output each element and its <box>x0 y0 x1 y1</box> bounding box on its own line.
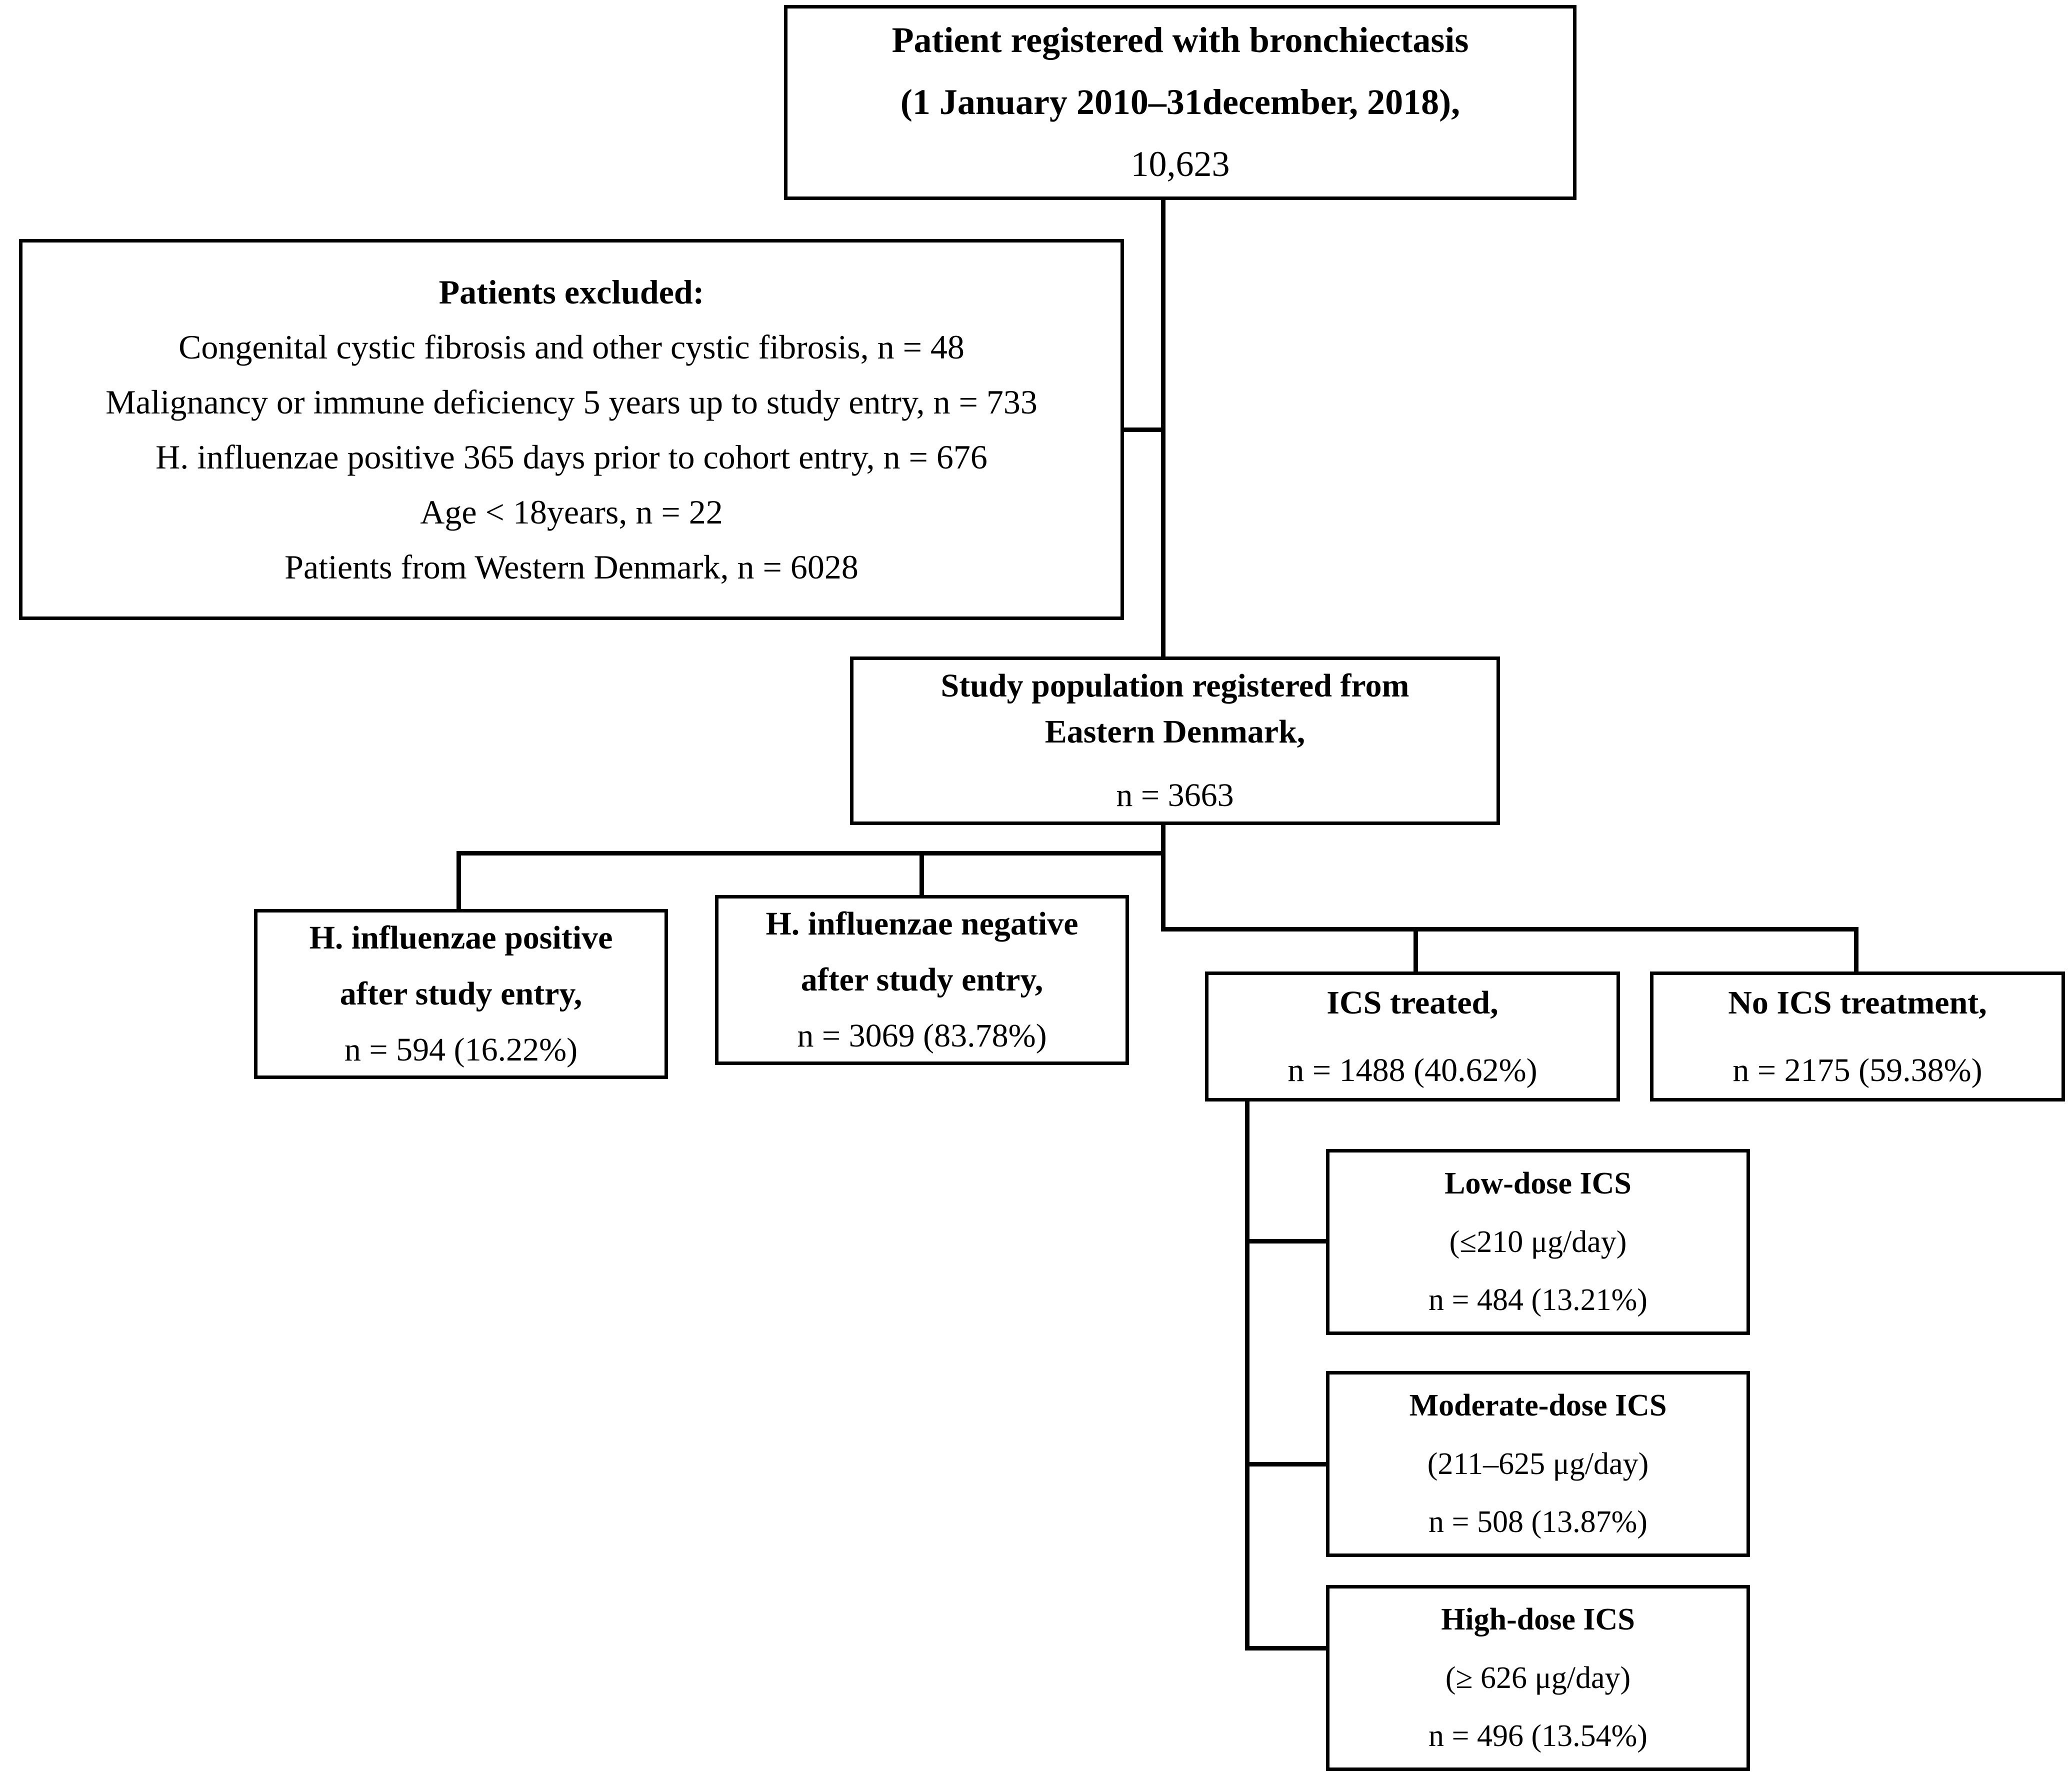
node-source-cohort: Patient registered with bronchiectasis (… <box>784 5 1576 200</box>
moderate-dose-range: (211–625 μg/day) <box>1427 1446 1649 1481</box>
hi-negative-line2: after study entry, <box>800 961 1044 998</box>
exclusion-item-western-denmark: Patients from Western Denmark, n = 6028 <box>284 548 858 586</box>
exclusion-item-age: Age < 18years, n = 22 <box>420 493 723 532</box>
connector-ics-split-bar <box>1161 927 1858 932</box>
exclusion-item-h-influenzae-prior: H. influenzae positive 365 days prior to… <box>156 438 988 476</box>
low-dose-count: n = 484 (13.21%) <box>1428 1283 1648 1318</box>
connector-to-moderate-dose <box>1245 1462 1329 1466</box>
hi-negative-line1: H. influenzae negative <box>766 905 1078 942</box>
node-hi-positive: H. influenzae positive after study entry… <box>254 909 668 1079</box>
ics-treated-count: n = 1488 (40.62%) <box>1288 1052 1538 1088</box>
high-dose-label: High-dose ICS <box>1441 1602 1635 1637</box>
connector-split-bar <box>456 851 1166 856</box>
study-population-line1: Study population registered from <box>940 667 1410 704</box>
node-low-dose: Low-dose ICS (≤210 μg/day) n = 484 (13.2… <box>1326 1149 1750 1335</box>
source-cohort-line1: Patient registered with bronchiectasis <box>892 20 1469 60</box>
node-moderate-dose: Moderate-dose ICS (211–625 μg/day) n = 5… <box>1326 1371 1750 1557</box>
hi-positive-line1: H. influenzae positive <box>309 919 613 956</box>
exclusions-heading: Patients excluded: <box>438 272 704 311</box>
node-no-ics: No ICS treatment, n = 2175 (59.38%) <box>1650 972 2065 1102</box>
no-ics-label: No ICS treatment, <box>1728 984 1987 1021</box>
connector-to-no-ics <box>1854 927 1858 974</box>
connector-exclusions-to-trunk <box>1122 428 1164 432</box>
node-high-dose: High-dose ICS (≥ 626 μg/day) n = 496 (13… <box>1326 1585 1750 1771</box>
high-dose-count: n = 496 (13.54%) <box>1428 1719 1648 1754</box>
moderate-dose-label: Moderate-dose ICS <box>1409 1388 1667 1423</box>
source-cohort-line2: (1 January 2010–31december, 2018), <box>900 82 1460 122</box>
hi-positive-count: n = 594 (16.22%) <box>344 1032 578 1068</box>
node-study-population: Study population registered from Eastern… <box>850 656 1500 825</box>
moderate-dose-count: n = 508 (13.87%) <box>1428 1505 1648 1540</box>
connector-to-high-dose <box>1245 1646 1329 1650</box>
node-hi-negative: H. influenzae negative after study entry… <box>715 895 1129 1065</box>
exclusion-item-cystic-fibrosis: Congenital cystic fibrosis and other cys… <box>178 328 964 366</box>
connector-to-ics-split <box>1161 851 1166 930</box>
exclusion-item-malignancy: Malignancy or immune deficiency 5 years … <box>106 382 1038 421</box>
connector-study-down <box>1161 824 1166 855</box>
connector-dose-spine <box>1245 1100 1250 1650</box>
connector-to-hi-negative <box>920 851 924 897</box>
source-cohort-count: 10,623 <box>1130 144 1230 184</box>
low-dose-range: (≤210 μg/day) <box>1449 1224 1627 1259</box>
node-exclusions: Patients excluded: Congenital cystic fib… <box>19 239 1124 620</box>
hi-negative-count: n = 3069 (83.78%) <box>797 1018 1047 1054</box>
connector-to-hi-positive <box>456 851 461 911</box>
connector-to-ics-treated <box>1414 927 1418 974</box>
ics-treated-label: ICS treated, <box>1326 984 1498 1021</box>
no-ics-count: n = 2175 (59.38%) <box>1732 1052 1982 1088</box>
hi-positive-line2: after study entry, <box>340 975 582 1012</box>
study-population-line2: Eastern Denmark, <box>1044 714 1306 750</box>
study-population-count: n = 3663 <box>1116 776 1234 814</box>
node-ics-treated: ICS treated, n = 1488 (40.62%) <box>1205 972 1620 1102</box>
low-dose-label: Low-dose ICS <box>1444 1166 1632 1201</box>
connector-to-low-dose <box>1245 1239 1329 1244</box>
high-dose-range: (≥ 626 μg/day) <box>1445 1660 1631 1695</box>
